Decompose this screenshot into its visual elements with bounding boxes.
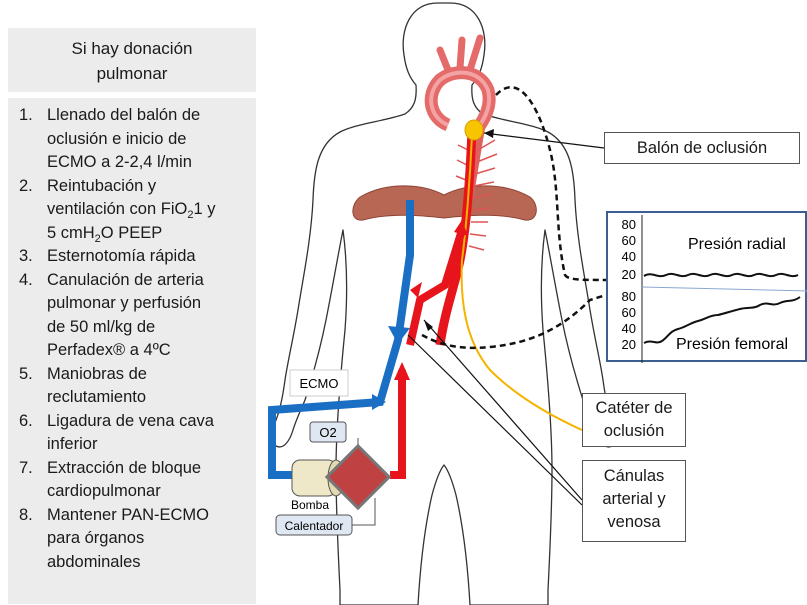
pressure-graph: 80 60 40 20 80 60 40 20 Presión radial P… (622, 215, 807, 363)
cannula-pointer-2 (407, 334, 583, 506)
step-text-line: de 50 ml/kg de (47, 317, 156, 336)
heater-label: Calentador (285, 519, 344, 533)
step-text-line: oclusión e inicio de (47, 129, 187, 148)
oxygenator-icon (324, 443, 392, 511)
radial-pressure-line (495, 86, 613, 282)
venous-arrow (388, 326, 410, 344)
step-number: 1. (19, 106, 33, 124)
catheter-callout-line: Catéter de (595, 399, 673, 417)
radial-tick: 60 (622, 233, 636, 248)
femoral-tick: 60 (622, 305, 636, 320)
step-text-line: Canulación de arteria (47, 270, 204, 289)
oxygen-box (309, 421, 347, 443)
step-8: 8. Mantener PAN-ECMO para órganos abdomi… (8, 504, 256, 575)
protocol-steps-list: 1. Llenado del balón de oclusión e inici… (8, 104, 256, 574)
balloon-callout-text: Balón de oclusión (636, 139, 768, 157)
subscript: 2 (94, 232, 101, 245)
step-5: 5. Maniobras de reclutamiento (8, 363, 256, 410)
step-text-line: ventilación con FiO21 y (47, 198, 250, 222)
header-line-2: pulmonar (96, 64, 168, 83)
step-number: 6. (19, 411, 33, 430)
step-text-line: 5 cmH2O PEEP (47, 222, 250, 246)
cannula-pointer-head (424, 320, 433, 331)
step-text-line: inferior (47, 435, 98, 453)
heater-link (352, 498, 376, 526)
step-text-line: Ligadura de vena cava (47, 411, 214, 430)
radial-trace (643, 272, 799, 278)
step-text-fragment: ventilación con FiO (47, 200, 188, 218)
step-text-fragment: 5 cmH (47, 223, 95, 242)
pump-label: Bomba (291, 498, 329, 512)
femoral-tick: 80 (622, 289, 636, 304)
graph-divider (641, 286, 807, 292)
balloon-callout: Balón de oclusión (604, 132, 800, 164)
radial-tick: 40 (622, 249, 636, 264)
step-text-line: Reintubación y (47, 176, 157, 195)
ecmo-label: ECMO (300, 376, 339, 391)
femoral-tick: 20 (622, 337, 636, 352)
balloon-pointer-head (484, 129, 494, 138)
occlusion-catheter-line (461, 134, 473, 261)
step-text-line: para órganos (47, 529, 145, 547)
step-number: 8. (19, 505, 33, 524)
step-text-line: Esternotomía rápida (47, 247, 196, 265)
femoral-tick: 40 (622, 321, 636, 336)
step-text-line: abdominales (47, 552, 141, 571)
step-number: 7. (19, 458, 33, 477)
step-text-line: pulmonar y perfusión (47, 294, 202, 312)
catheter-line (460, 259, 583, 431)
balloon-pointer (483, 132, 605, 149)
arterial-cannula-upper (406, 228, 466, 346)
step-1: 1. Llenado del balón de oclusión e inici… (8, 104, 256, 175)
step-4: 4. Canulación de arteria pulmonar y perf… (8, 269, 256, 363)
radial-title: Presión radial (688, 236, 786, 253)
arterial-branches (455, 139, 498, 251)
step-number: 5. (19, 364, 33, 383)
catheter-callout-line: oclusión (603, 422, 665, 440)
step-3: 3. Esternotomía rápida (8, 245, 256, 269)
step-text-line: reclutamiento (47, 388, 147, 406)
step-7: 7. Extracción de bloque cardiopulmonar (8, 457, 256, 504)
occlusion-balloon (464, 119, 484, 141)
cannulas-callout-line: Cánulas (603, 467, 665, 485)
radial-tick: 80 (622, 217, 636, 232)
pressure-graph-panel: 80 60 40 20 80 60 40 20 Presión radial P… (606, 211, 807, 363)
step-2: 2. Reintubación y ventilación con FiO21 … (8, 175, 256, 246)
cannulas-callout-line: venosa (607, 513, 661, 531)
step-text-fragment: 1 y (193, 200, 216, 218)
subscript: 2 (187, 209, 194, 221)
step-number: 4. (19, 270, 33, 289)
arterial-arrow-2 (410, 282, 422, 298)
ecmo-box (289, 369, 349, 397)
step-text-fragment: O PEEP (100, 223, 163, 242)
step-text-line: Mantener PAN-ECMO (47, 505, 209, 524)
step-6: 6. Ligadura de vena cava inferior (8, 410, 256, 457)
step-text-line: Perfadex® a 4ºC (47, 341, 171, 359)
step-text-line: Extracción de bloque (47, 458, 202, 477)
step-number: 3. (19, 247, 33, 265)
protocol-header: Si hay donación pulmonar (8, 28, 256, 92)
cannula-pointer-1 (423, 319, 583, 501)
femoral-title: Presión femoral (676, 336, 788, 353)
step-text-line: cardiopulmonar (47, 482, 161, 500)
arterial-cannula (390, 370, 406, 479)
step-text-line: ECMO a 2-2,4 l/min (47, 153, 192, 171)
arterial-arrow (394, 362, 410, 380)
header-line-1: Si hay donación (71, 39, 193, 58)
venous-arrow-2 (372, 394, 386, 410)
step-text-line: Llenado del balón de (47, 106, 201, 124)
femoral-pressure-line (421, 293, 607, 350)
femoral-trace (643, 296, 801, 344)
arterial-arrow-3 (454, 220, 468, 236)
catheter-callout: Catéter de oclusión (582, 393, 686, 447)
protocol-steps-panel: 1. Llenado del balón de oclusión e inici… (8, 98, 256, 604)
oxygen-label: O2 (319, 425, 336, 440)
step-text-line: Maniobras de (47, 364, 147, 383)
cannulas-callout: Cánulas arterial y venosa (582, 460, 686, 542)
step-number: 2. (19, 176, 33, 195)
cannulas-callout-line: arterial y (602, 490, 666, 508)
radial-tick: 20 (622, 267, 636, 282)
